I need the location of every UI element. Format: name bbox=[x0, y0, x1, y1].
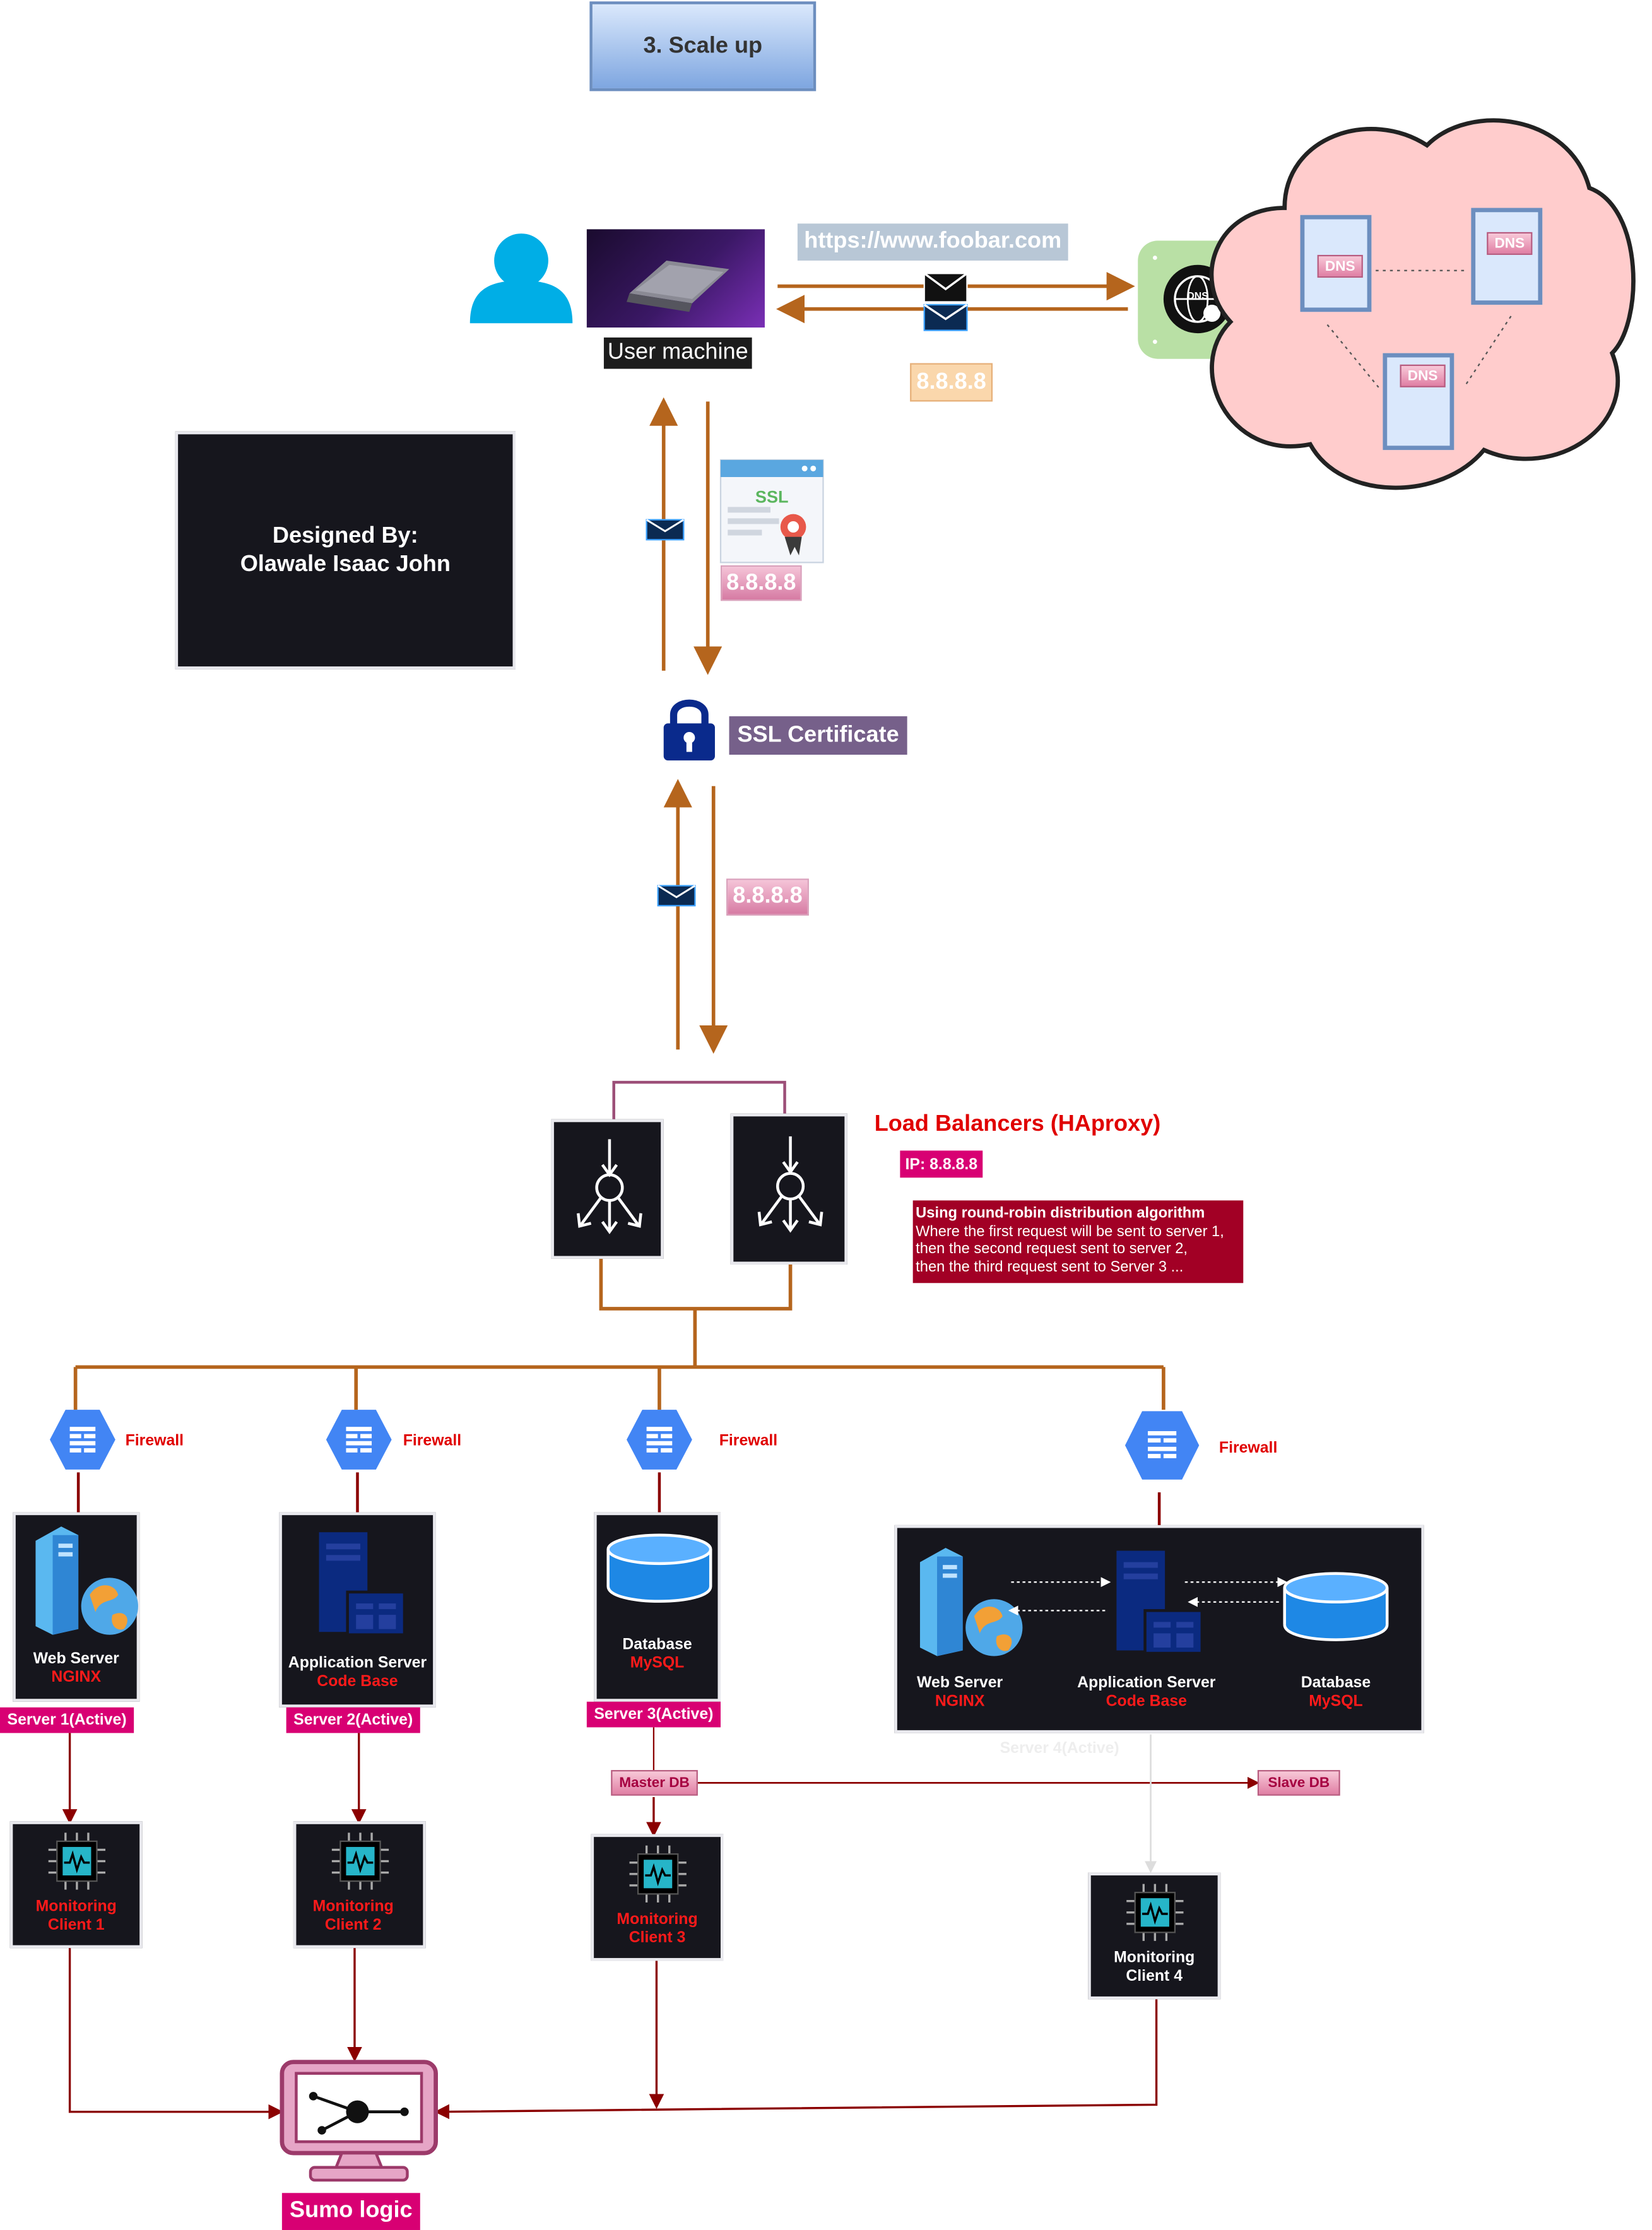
dns-server-2-label: DNS bbox=[1487, 232, 1533, 255]
dns-server-1-label: DNS bbox=[1317, 254, 1363, 278]
monitoring-client-2: Monitoring Client 2 bbox=[293, 1821, 426, 1949]
firewall-label-1: Firewall bbox=[125, 1432, 184, 1450]
database-icon bbox=[606, 1533, 712, 1603]
round-robin-note: Using round-robin distribution algorithm… bbox=[912, 1200, 1244, 1283]
credit-box: Designed By: Olawale Isaac John bbox=[175, 431, 516, 670]
lb-sync-link bbox=[612, 1080, 786, 1119]
ssl-ip-tag: 8.8.8.8 bbox=[720, 565, 802, 601]
server-1-name: Web Server bbox=[33, 1650, 119, 1668]
lb-envelope-icon bbox=[657, 885, 696, 907]
dns-peer-links bbox=[1326, 269, 1512, 388]
server-4-db-name: Database bbox=[1301, 1674, 1371, 1692]
server-3-sub: MySQL bbox=[630, 1655, 685, 1672]
ssl-certificate-label: SSL Certificate bbox=[729, 716, 907, 755]
monitoring-client-3-line-1: Monitoring bbox=[617, 1911, 698, 1928]
user-machine-label: User machine bbox=[603, 337, 752, 369]
monitoring-client-1-line-2: Client 1 bbox=[47, 1916, 105, 1934]
server-4-app-name: Application Server bbox=[1077, 1674, 1216, 1692]
credit-line-1: Designed By: bbox=[272, 523, 418, 548]
dns-icon-text: DNS bbox=[1187, 292, 1208, 302]
dns-server-2: DNS bbox=[1471, 208, 1543, 305]
firewall-label-3: Firewall bbox=[719, 1432, 778, 1450]
server-4-web-icon bbox=[919, 1548, 1023, 1656]
response-envelope-icon bbox=[923, 304, 968, 331]
firewall-icon-2 bbox=[326, 1410, 392, 1470]
server-1-box: Web Server NGINX bbox=[13, 1512, 140, 1702]
server-4-db-sub: MySQL bbox=[1309, 1693, 1363, 1711]
lb-ip-tag: 8.8.8.8 bbox=[726, 878, 809, 916]
server-2-sub: Code Base bbox=[317, 1673, 398, 1690]
server-2-tag: Server 2(Active) bbox=[286, 1707, 420, 1733]
monitoring-client-1: Monitoring Client 1 bbox=[9, 1821, 143, 1949]
monitoring-chip-icon-2 bbox=[331, 1832, 389, 1890]
server-4-tag: Server 4(Active) bbox=[1000, 1740, 1119, 1757]
server-3-name: Database bbox=[622, 1636, 692, 1654]
server-2-name: Application Server bbox=[288, 1655, 427, 1672]
slave-db-tag: Slave DB bbox=[1257, 1770, 1340, 1796]
monitoring-client-2-line-1: Monitoring bbox=[312, 1898, 394, 1916]
firewall-icon-3 bbox=[627, 1410, 692, 1470]
monitoring-client-3: Monitoring Client 3 bbox=[591, 1834, 724, 1961]
server-2-box: Application Server Code Base bbox=[279, 1512, 436, 1708]
firewall-icon-1 bbox=[49, 1410, 115, 1470]
dns-url-label: https://www.foobar.com bbox=[797, 223, 1068, 261]
load-balancers-title: Load Balancers (HAproxy) bbox=[874, 1112, 1161, 1136]
monitoring-client-3-line-2: Client 3 bbox=[628, 1929, 686, 1947]
monitoring-client-4: Monitoring Client 4 bbox=[1088, 1872, 1221, 2000]
load-balancers-ip: IP: 8.8.8.8 bbox=[900, 1150, 983, 1178]
dns-server-3-label: DNS bbox=[1400, 364, 1446, 387]
monitoring-client-1-line-1: Monitoring bbox=[35, 1898, 117, 1916]
round-robin-note-title: Using round-robin distribution algorithm bbox=[916, 1205, 1205, 1222]
server-4-web-name: Web Server bbox=[917, 1674, 1003, 1692]
monitoring-chip-icon-1 bbox=[48, 1832, 106, 1890]
web-server-icon bbox=[35, 1526, 138, 1635]
sumo-logic-monitor-icon bbox=[280, 2060, 438, 2182]
monitoring-client-4-line-2: Client 4 bbox=[1126, 1967, 1183, 1985]
load-balancer-2 bbox=[730, 1113, 847, 1265]
page-title: 3. Scale up bbox=[589, 1, 817, 91]
server-1-tag: Server 1(Active) bbox=[0, 1707, 134, 1733]
user-icon bbox=[469, 233, 573, 324]
server-3-box: Database MySQL bbox=[594, 1512, 721, 1702]
round-robin-note-line-1: Where the first request will be sent to … bbox=[916, 1222, 1224, 1240]
round-robin-note-line-3: then the third request sent to Server 3 … bbox=[916, 1258, 1184, 1275]
monitor4-to-sumo bbox=[434, 1999, 1158, 2120]
monitoring-client-2-line-2: Client 2 bbox=[324, 1916, 382, 1934]
server-1-sub: NGINX bbox=[51, 1668, 102, 1686]
ssl-certificate-icon bbox=[719, 459, 824, 563]
server-4-app-icon bbox=[1116, 1550, 1204, 1655]
server-3-tag: Server 3(Active) bbox=[586, 1701, 721, 1728]
server-4-box: Web Server NGINX Application Server Code… bbox=[894, 1525, 1424, 1733]
load-balancer-1 bbox=[551, 1119, 664, 1259]
application-server-icon bbox=[319, 1532, 406, 1636]
monitoring-client-4-line-1: Monitoring bbox=[1114, 1949, 1195, 1967]
request-envelope-icon bbox=[923, 272, 968, 303]
round-robin-note-line-2: then the second request sent to server 2… bbox=[916, 1240, 1188, 1258]
monitoring-chip-icon-4 bbox=[1126, 1884, 1184, 1941]
ssl-badge-text: SSL bbox=[755, 487, 789, 507]
monitoring-chip-icon-3 bbox=[629, 1845, 687, 1903]
firewall-icon-4 bbox=[1124, 1411, 1200, 1480]
firewall-label-4: Firewall bbox=[1218, 1439, 1278, 1457]
dns-server-1: DNS bbox=[1300, 215, 1372, 312]
server-4-internal-links bbox=[1008, 1577, 1288, 1616]
server-4-web-sub: NGINX bbox=[935, 1693, 985, 1711]
server-4-db-icon bbox=[1283, 1572, 1389, 1641]
ssl-envelope-icon bbox=[646, 519, 685, 541]
credit-line-2: Olawale Isaac John bbox=[240, 552, 451, 576]
firewall-label-2: Firewall bbox=[403, 1432, 462, 1450]
sumo-logic-label: Sumo logic bbox=[281, 2193, 420, 2230]
lock-icon bbox=[663, 699, 715, 761]
monitor1-to-sumo bbox=[68, 1948, 284, 2120]
laptop-image bbox=[586, 229, 765, 328]
dns-ip-label: 8.8.8.8 bbox=[910, 363, 993, 402]
dns-server-3: DNS bbox=[1383, 353, 1454, 451]
master-db-tag: Master DB bbox=[611, 1770, 698, 1796]
server-4-app-sub: Code Base bbox=[1106, 1693, 1187, 1711]
